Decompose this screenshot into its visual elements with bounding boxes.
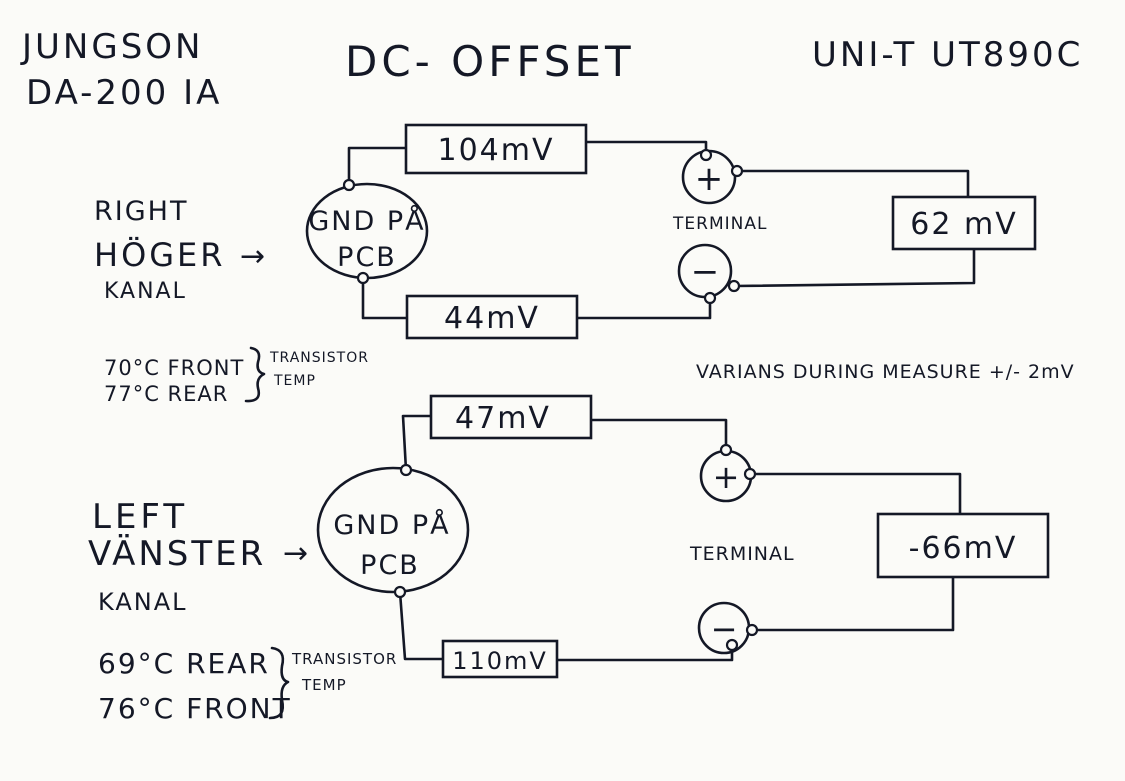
left-gnd-label-1: GND PÅ (333, 509, 450, 541)
left-gnd-pcb-node (316, 466, 470, 594)
left-label-line-1: LEFT (92, 497, 188, 537)
left-temp-line-1: 69°C REAR (98, 647, 270, 680)
right-temp-line-2: 77°C REAR (104, 382, 228, 406)
right-plus-symbol: + (695, 159, 724, 199)
meter-model: UNI-T UT890C (812, 35, 1083, 75)
left-node-dot (393, 585, 407, 599)
left-label-line-3: KANAL (98, 588, 187, 616)
right-channel-circuit: GND PÅ PCB 104mV 44mV 62 mV + − TERMINAL (305, 123, 1037, 340)
right-label-line-3: KANAL (104, 279, 187, 304)
left-temp-note-2: TEMP (301, 676, 347, 694)
brand-line-2: DA-200 IA (26, 73, 222, 113)
left-wire-plus-to-meter (748, 472, 962, 516)
left-temp-line-2: 76°C FRONT (98, 692, 292, 725)
right-wire-plus-to-meter (735, 169, 970, 200)
right-wire-bottom-to-minus (575, 296, 712, 320)
right-node-dot (342, 178, 356, 192)
right-temp-brace (244, 346, 266, 403)
right-temp-line-1: 70°C FRONT (104, 356, 244, 380)
right-gnd-label-2: PCB (337, 242, 397, 273)
right-gnd-label-1: GND PÅ (308, 205, 425, 237)
right-terminal-label: TERMINAL (672, 214, 767, 234)
left-node-dot (719, 443, 733, 457)
right-top-reading: 104mV (437, 133, 554, 168)
left-top-reading: 47mV (455, 401, 551, 436)
left-gnd-label-2: PCB (360, 550, 420, 581)
right-label-line-1: RIGHT (94, 196, 188, 227)
left-wire-top-to-plus (589, 418, 728, 452)
right-wire-gnd-to-top (347, 146, 410, 187)
left-channel-circuit: GND PÅ PCB 47mV 110mV -66mV + − TERMINAL (316, 394, 1050, 679)
left-bottom-reading-box (441, 639, 559, 679)
left-temp-note-1: TRANSISTOR (291, 650, 397, 668)
right-label-line-2: HÖGER (94, 236, 226, 274)
left-label-line-2: VÄNSTER (88, 534, 266, 574)
right-top-reading-box (404, 123, 588, 175)
right-terminal-reading-box (891, 195, 1037, 251)
page-title: DC- OFFSET (345, 37, 635, 86)
right-node-dot (699, 148, 713, 162)
left-node-dot (725, 638, 739, 652)
left-wire-gnd-to-top (401, 414, 435, 472)
right-wire-top-to-plus (583, 140, 708, 157)
brand-line-1: JUNGSON (20, 27, 203, 67)
left-terminal-label: TERMINAL (689, 543, 795, 565)
right-node-dot (730, 164, 744, 178)
right-wire-gnd-to-bottom (361, 276, 410, 320)
left-terminal-reading: -66mV (909, 531, 1018, 566)
left-node-dot (743, 467, 757, 481)
left-wire-gnd-to-bottom (398, 590, 445, 661)
left-node-dot (745, 623, 759, 637)
left-wire-minus-to-meter (750, 575, 955, 632)
right-temp-note-2: TEMP (273, 373, 316, 389)
left-temp-brace (268, 646, 290, 720)
left-wire-bottom-to-minus (555, 643, 734, 662)
right-terminal-reading: 62 mV (910, 207, 1017, 242)
right-bottom-reading: 44mV (444, 301, 540, 336)
right-arrow-icon: → (240, 239, 265, 274)
right-wire-minus-to-meter (732, 246, 976, 288)
right-bottom-reading-box (405, 294, 579, 340)
left-top-reading-box (429, 394, 593, 440)
right-node-dot (727, 279, 741, 293)
right-minus-symbol: − (691, 252, 720, 292)
right-node-dot (356, 271, 370, 285)
left-arrow-icon: → (283, 536, 308, 571)
left-terminal-reading-box (876, 512, 1050, 579)
right-temp-note-1: TRANSISTOR (269, 350, 369, 366)
left-bottom-reading: 110mV (452, 647, 548, 675)
right-node-dot (703, 291, 717, 305)
left-plus-symbol: + (713, 458, 740, 496)
variance-note: VARIANS DURING MEASURE +/- 2mV (696, 361, 1075, 383)
left-node-dot (399, 463, 413, 477)
